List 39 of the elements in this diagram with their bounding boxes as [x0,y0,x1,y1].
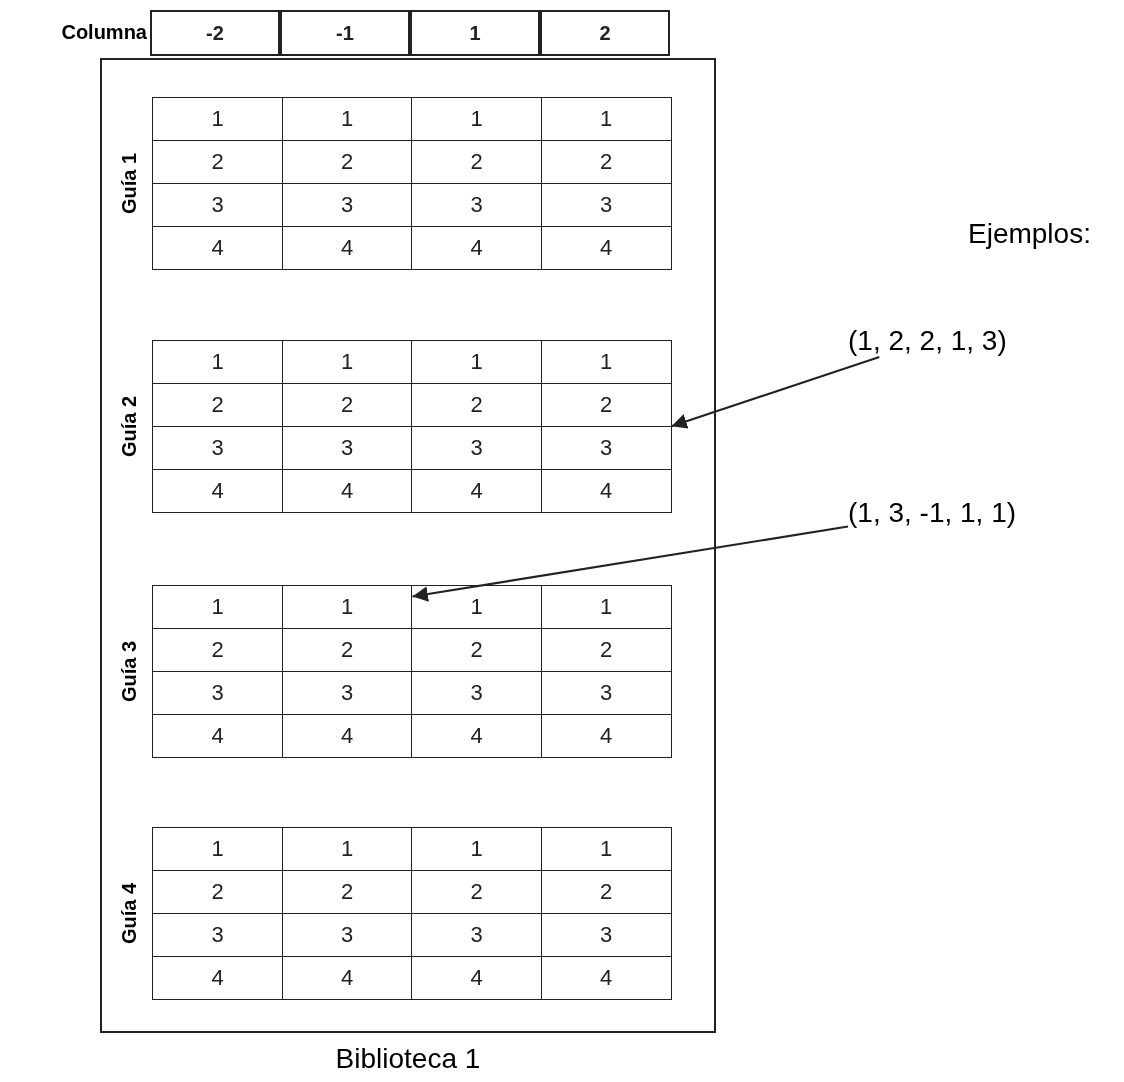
panel-caption: Biblioteca 1 [334,1043,482,1075]
examples-heading: Ejemplos: [968,218,1091,250]
table-cell: 1 [152,585,283,629]
table-cell: 1 [540,827,672,871]
column-header: -2 [150,10,280,56]
guide-label: Guía 4 [118,881,141,946]
table-cell: 1 [411,585,542,629]
leader-arrow [671,355,880,429]
table-cell: 1 [540,97,672,141]
table-cell: 4 [540,956,672,1000]
column-header: 1 [410,10,540,56]
table-cell: 4 [411,226,542,270]
table-cell: 4 [540,226,672,270]
guide-label: Guía 1 [118,151,141,216]
table-cell: 4 [411,469,542,513]
example-tuple: (1, 3, -1, 1, 1) [848,497,1017,529]
table-cell: 4 [411,956,542,1000]
guide-label: Guía 2 [118,394,141,459]
example-tuple: (1, 2, 2, 1, 3) [848,325,1007,357]
column-header: 2 [540,10,670,56]
table-cell: 4 [152,469,283,513]
table-cell: 1 [411,97,542,141]
table-cell: 1 [152,340,283,384]
table-cell: 1 [152,827,283,871]
table-cell: 1 [540,585,672,629]
table-cell: 4 [411,714,542,758]
table-cell: 1 [540,340,672,384]
table-cell: 1 [411,827,542,871]
table-cell: 1 [411,340,542,384]
table-cell: 4 [152,226,283,270]
table-cell: 4 [152,714,283,758]
row-heading: Columna [60,20,147,45]
column-header: -1 [280,10,410,56]
table-cell: 4 [152,956,283,1000]
leader-arrow [412,525,849,602]
table-cell: 4 [540,714,672,758]
guide-label: Guía 3 [118,639,141,704]
table-cell: 4 [540,469,672,513]
table-cell: 1 [152,97,283,141]
